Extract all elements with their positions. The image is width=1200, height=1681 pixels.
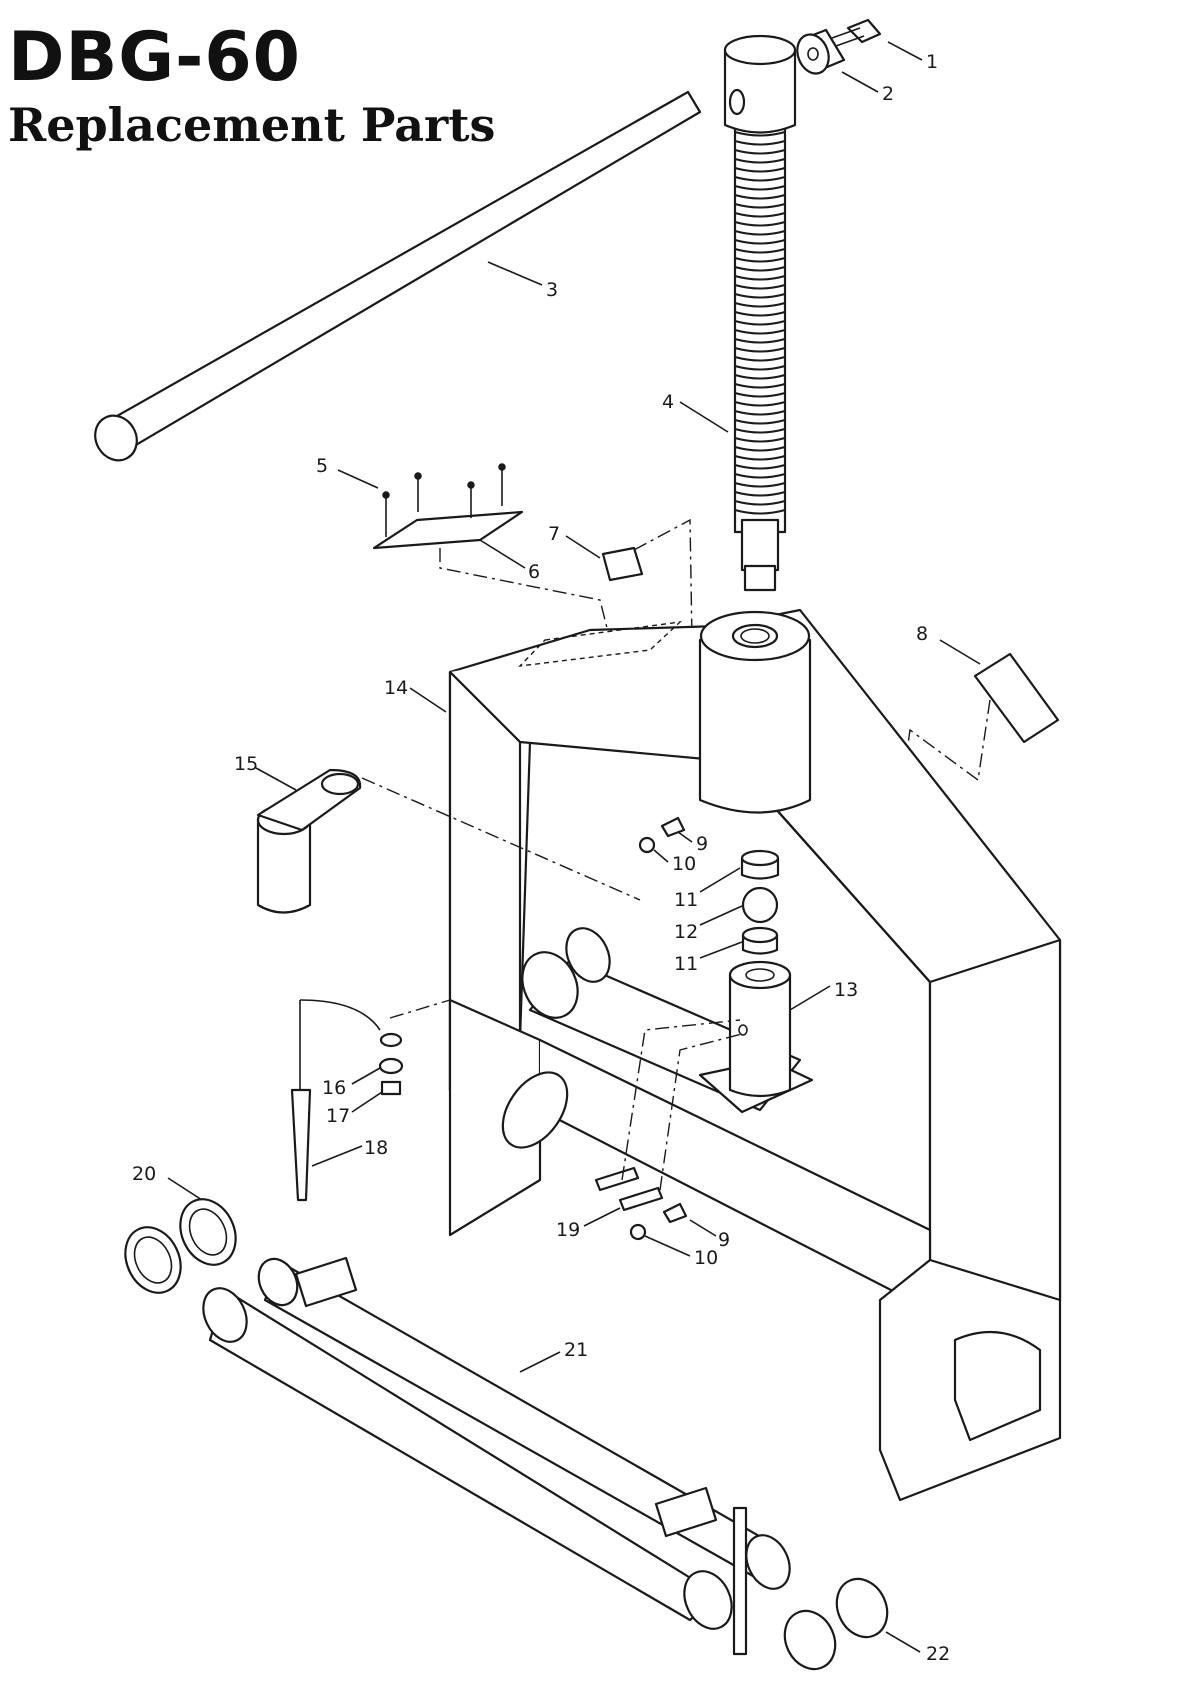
callout-10: 10 bbox=[672, 853, 696, 875]
callout-2: 2 bbox=[882, 83, 894, 105]
callout-9b: 9 bbox=[718, 1229, 730, 1251]
bolt bbox=[831, 18, 882, 47]
callout-8: 8 bbox=[916, 623, 928, 645]
washer bbox=[796, 28, 846, 75]
callout-22: 22 bbox=[926, 1643, 950, 1665]
callout-6: 6 bbox=[528, 561, 540, 583]
retainer-bracket bbox=[256, 768, 641, 914]
callout-13: 13 bbox=[834, 979, 858, 1001]
chain-pin-assembly bbox=[290, 999, 451, 1202]
callout-4: 4 bbox=[662, 391, 674, 413]
callout-labels: 1 2 3 4 5 6 7 8 9 10 11 12 11 13 14 15 1… bbox=[132, 51, 950, 1665]
callout-12: 12 bbox=[674, 921, 698, 943]
handle-bar bbox=[94, 90, 702, 462]
main-frame bbox=[448, 608, 1062, 1502]
callout-9: 9 bbox=[696, 833, 708, 855]
callout-20: 20 bbox=[132, 1163, 156, 1185]
callout-17: 17 bbox=[326, 1105, 350, 1127]
callout-5: 5 bbox=[316, 455, 328, 477]
callout-3: 3 bbox=[546, 279, 558, 301]
callout-21: 21 bbox=[564, 1339, 588, 1361]
page-subtitle: Replacement Parts bbox=[8, 98, 496, 152]
callout-16: 16 bbox=[322, 1077, 346, 1099]
callout-19: 19 bbox=[556, 1219, 580, 1241]
callout-1: 1 bbox=[926, 51, 938, 73]
callout-14: 14 bbox=[384, 677, 408, 699]
leader-lines bbox=[167, 41, 981, 1653]
callout-11a: 11 bbox=[674, 889, 698, 911]
nameplate-assembly bbox=[372, 463, 611, 641]
callout-7: 7 bbox=[548, 523, 560, 545]
callout-18: 18 bbox=[364, 1137, 388, 1159]
end-caps bbox=[783, 1577, 889, 1671]
page-title: DBG-60 bbox=[8, 18, 301, 97]
twin-tube-assembly bbox=[202, 1256, 791, 1656]
bearing-stack bbox=[740, 849, 780, 955]
callout-10b: 10 bbox=[694, 1247, 718, 1269]
end-bushings bbox=[124, 1198, 237, 1294]
lead-screw bbox=[723, 34, 797, 592]
pins bbox=[594, 1019, 743, 1212]
callout-11b: 11 bbox=[674, 953, 698, 975]
callout-15: 15 bbox=[234, 753, 258, 775]
